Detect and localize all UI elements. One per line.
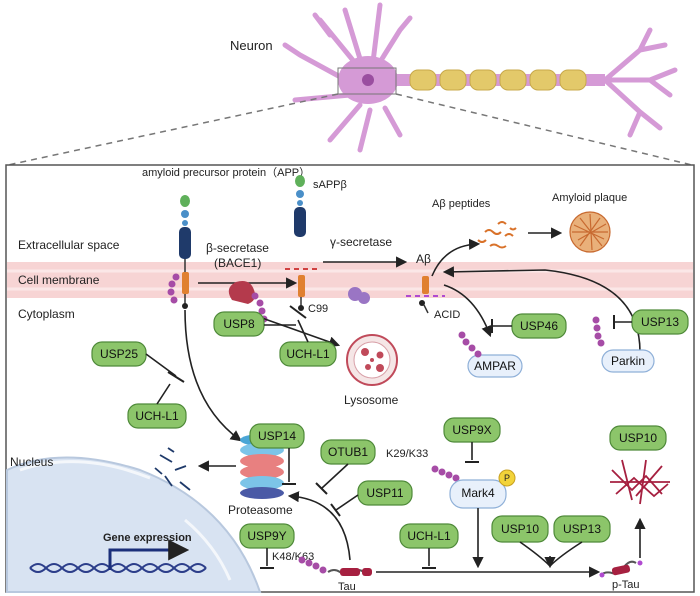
svg-text:AMPAR: AMPAR <box>474 359 516 373</box>
svg-text:USP13: USP13 <box>641 315 679 329</box>
gene-expression-label: Gene expression <box>103 532 192 544</box>
sappb-icon <box>294 175 306 237</box>
usp11-box: USP11 <box>357 480 413 506</box>
app-ubiquitin-chain-icon <box>167 273 180 304</box>
svg-text:UCH-L1: UCH-L1 <box>286 347 330 361</box>
svg-text:P: P <box>504 473 510 483</box>
gamma-secretase-enzyme-icon <box>348 287 370 304</box>
svg-text:USP9Y: USP9Y <box>247 529 286 543</box>
usp9x-box: USP9X <box>443 417 501 443</box>
mark4-ubiquitin-chain-icon <box>431 465 460 482</box>
tau-tangles-icon <box>610 459 670 505</box>
cytoplasm-label: Cytoplasm <box>18 307 75 321</box>
tau-to-proteasome-arrow <box>287 491 351 561</box>
tau-label: Tau <box>338 581 356 593</box>
amyloid-plaque-icon <box>569 211 611 253</box>
otub1-box: OTUB1 <box>320 439 376 465</box>
uchl1-mid-inhibit-line <box>297 319 309 343</box>
gamma-secretase-label: γ-secretase <box>330 235 392 249</box>
neuron-illustration <box>282 2 678 153</box>
mark4-node: Mark4 <box>449 479 507 509</box>
neuron-title: Neuron <box>230 38 273 53</box>
usp25-uchl1-inhibit-lines <box>145 353 177 405</box>
svg-text:USP10: USP10 <box>501 522 539 536</box>
phosphate-icon: P <box>498 469 516 487</box>
svg-text:USP11: USP11 <box>366 486 403 500</box>
svg-text:Mark4: Mark4 <box>461 486 495 500</box>
svg-text:USP25: USP25 <box>100 347 138 361</box>
svg-text:OTUB1: OTUB1 <box>328 445 368 459</box>
svg-text:USP14: USP14 <box>258 429 296 443</box>
zoom-line-right <box>395 93 693 166</box>
abeta-fragment-icon <box>422 276 429 294</box>
svg-text:USP10: USP10 <box>619 431 657 445</box>
usp13-top-box: USP13 <box>631 309 689 335</box>
gene-expression-arrow <box>108 539 190 570</box>
svg-text:USP8: USP8 <box>223 317 255 331</box>
dna-strand-2-icon <box>29 563 207 573</box>
tau-ubiquitin-chain-icon <box>298 556 327 574</box>
ampar-node: AMPAR <box>467 354 523 378</box>
app-protein-icon <box>179 195 191 309</box>
amyloid-plaque-label: Amyloid plaque <box>552 192 627 204</box>
proteasome-label: Proteasome <box>228 503 293 517</box>
usp25-box: USP25 <box>91 341 147 367</box>
app-to-proteasome-arrow <box>184 309 242 442</box>
tau-protein-icon <box>327 568 372 576</box>
otub1-inhibit-line <box>321 463 349 489</box>
usp13-bottom-box: USP13 <box>553 515 611 543</box>
bace1-enzyme-icon <box>228 281 256 304</box>
acid-icon <box>419 300 425 306</box>
uchl1-left-box: UCH-L1 <box>127 403 187 429</box>
svg-text:UCH-L1: UCH-L1 <box>407 529 451 543</box>
uchl1-mid-box: UCH-L1 <box>279 341 337 367</box>
c99-label: C99 <box>308 303 328 315</box>
usp9y-box: USP9Y <box>239 523 295 549</box>
parkin-to-abeta-arrow <box>442 266 641 353</box>
svg-text:USP46: USP46 <box>520 319 558 333</box>
uchl1-bottom-box: UCH-L1 <box>399 523 459 549</box>
abeta-to-ampar-arrow <box>443 284 493 338</box>
svg-text:UCH-L1: UCH-L1 <box>135 409 179 423</box>
peptide-fragments-icon <box>154 447 191 491</box>
acid-label: ACID <box>434 309 460 321</box>
abeta-peptides-icon <box>477 221 517 249</box>
parkin-ubiquitin-chain-icon <box>592 316 605 347</box>
zoom-line-left <box>7 93 339 166</box>
membrane-label: Cell membrane <box>18 273 100 287</box>
usp11-inhibit-line <box>335 494 359 511</box>
usp46-box: USP46 <box>511 313 567 339</box>
usp8-inhibit-bar <box>289 305 307 319</box>
bace1-to-lysosome-arrow <box>261 317 341 348</box>
dna-strand-1-icon <box>29 563 207 573</box>
nucleus-shape <box>6 456 262 593</box>
p-tau-icon <box>599 560 643 578</box>
extracellular-label: Extracellular space <box>18 238 120 252</box>
usp10-bottom-box: USP10 <box>491 515 549 543</box>
ampar-ubiquitin-chain-icon <box>458 331 482 358</box>
usp10-right-box: USP10 <box>609 425 667 451</box>
lysosome-icon <box>346 334 398 386</box>
p-tau-label: p-Tau <box>612 579 640 591</box>
svg-text:Parkin: Parkin <box>611 354 645 368</box>
lysosome-label: Lysosome <box>344 393 399 407</box>
beta-secretase-label: β-secretase <box>206 241 269 255</box>
c99-icon <box>298 275 305 311</box>
abeta-label: Aβ <box>416 252 431 266</box>
abeta-peptides-label: Aβ peptides <box>432 198 491 210</box>
abeta-release-arrow <box>431 238 481 277</box>
parkin-node: Parkin <box>601 349 655 373</box>
bace1-label: (BACE1) <box>214 256 261 270</box>
nucleus-label: Nucleus <box>10 455 53 469</box>
svg-text:USP13: USP13 <box>563 522 601 536</box>
usp14-box: USP14 <box>249 423 305 449</box>
svg-text:USP9X: USP9X <box>452 423 491 437</box>
sappb-label: sAPPβ <box>313 179 347 191</box>
app-label: amyloid precursor protein（APP） <box>142 166 310 179</box>
usp8-box: USP8 <box>213 311 265 337</box>
k29-k33-label: K29/K33 <box>386 448 428 460</box>
